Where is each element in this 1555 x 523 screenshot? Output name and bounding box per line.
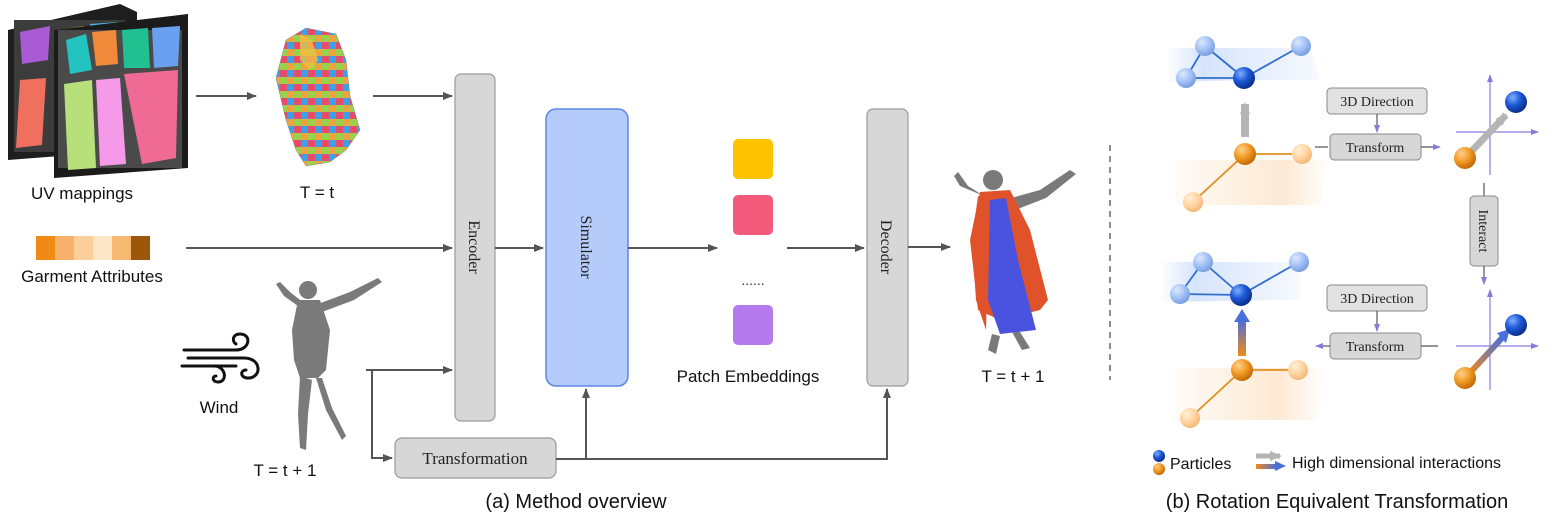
arrow-body-to-transformation <box>371 370 393 462</box>
patch-embedding <box>733 195 773 235</box>
transform-bottom-label: Transform <box>1346 340 1405 355</box>
patch-embeddings-label: Patch Embeddings <box>677 367 820 386</box>
attribute-swatch <box>131 236 150 260</box>
uv-mapping-images: UV mappings <box>8 4 188 203</box>
direction-box-top: 3D Direction <box>1326 87 1428 115</box>
gradient-arrow-icon <box>1256 464 1276 469</box>
particle-orange-icon <box>1153 463 1165 475</box>
encoder-label: Encoder <box>465 220 482 274</box>
interact-box: Interact <box>1469 195 1499 267</box>
patch-ellipsis: ...... <box>741 272 764 288</box>
direction-top-label: 3D Direction <box>1340 95 1413 110</box>
garment-mesh: T = t <box>275 27 361 202</box>
body-figure: T = t + 1 <box>253 278 382 480</box>
legend: Particles High dimensional interactions <box>1153 450 1501 475</box>
garment-attributes-bar: Garment Attributes <box>21 236 163 286</box>
attribute-swatch <box>36 236 55 260</box>
patch-embedding <box>733 139 773 179</box>
particle-graph-top <box>1165 36 1330 212</box>
decoder-block: Decoder <box>866 108 909 387</box>
attribute-swatch <box>55 236 74 260</box>
encoder-block: Encoder <box>454 73 496 422</box>
transform-top-label: Transform <box>1346 141 1405 156</box>
simulator-block: Simulator <box>545 108 629 387</box>
wind-label: Wind <box>200 398 239 417</box>
axes-top <box>1454 74 1539 175</box>
legend-particles-label: Particles <box>1170 456 1231 473</box>
patch-embeddings: ...... Patch Embeddings <box>677 139 820 386</box>
attribute-swatch <box>74 236 93 260</box>
transformation-block: Transformation <box>394 437 557 479</box>
simulator-label: Simulator <box>577 215 594 279</box>
transform-box-top: Transform <box>1329 133 1422 161</box>
arrow-transformation-to-decoder <box>556 388 891 460</box>
transform-box-bottom: Transform <box>1329 332 1422 360</box>
patch-embedding <box>733 305 773 345</box>
output-time-label: T = t + 1 <box>981 367 1044 386</box>
particle-blue-icon <box>1153 450 1165 462</box>
attribute-swatch <box>112 236 131 260</box>
garment-attributes-label: Garment Attributes <box>21 267 163 286</box>
legend-interactions-label: High dimensional interactions <box>1292 455 1501 472</box>
interact-label: Interact <box>1475 210 1490 253</box>
wind-icon: Wind <box>180 332 260 417</box>
decoder-label: Decoder <box>877 220 894 275</box>
garment-time-label: T = t <box>300 183 334 202</box>
caption-rotation: (b) Rotation Equivalent Transformation <box>1166 491 1508 513</box>
output-figure: T = t + 1 <box>954 170 1076 386</box>
direction-box-bottom: 3D Direction <box>1326 284 1428 312</box>
axes-bottom <box>1454 289 1539 390</box>
particle-graph-bottom <box>1160 252 1325 428</box>
attribute-swatch <box>93 236 112 260</box>
caption-method-overview: (a) Method overview <box>485 491 667 513</box>
transformation-label: Transformation <box>422 449 528 468</box>
direction-bottom-label: 3D Direction <box>1340 292 1413 307</box>
body-time-label: T = t + 1 <box>253 461 316 480</box>
uv-mappings-label: UV mappings <box>31 184 133 203</box>
